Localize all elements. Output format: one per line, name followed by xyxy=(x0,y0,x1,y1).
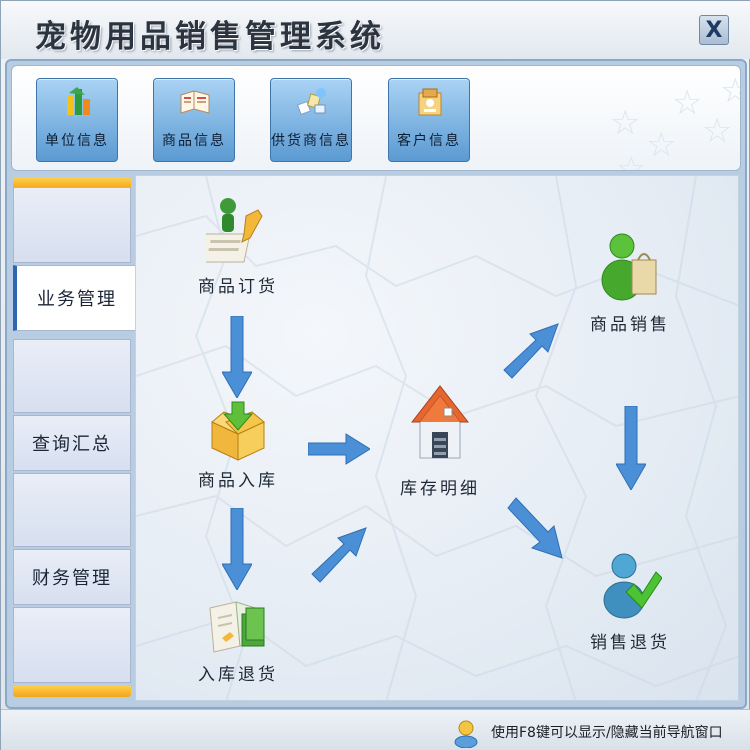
customer-info-button[interactable]: 客户信息 xyxy=(388,78,470,162)
node-product-order-label: 商品订货 xyxy=(198,277,278,297)
user-status-icon xyxy=(454,720,478,748)
star-decoration-icon: ☆ xyxy=(646,125,677,165)
arrow-down-order-to-stockin xyxy=(222,316,252,398)
org-info-icon xyxy=(67,87,90,115)
node-stock-return[interactable]: 入库退货 xyxy=(178,594,298,685)
status-bar: 使用F8键可以显示/隐藏当前导航窗口 xyxy=(1,709,750,750)
org-info-button[interactable]: 单位信息 xyxy=(36,78,118,162)
customer-info-icon xyxy=(418,88,442,116)
supplier-info-button[interactable]: 供货商信息 xyxy=(270,78,352,162)
arrow-down-sales-to-return xyxy=(616,406,646,490)
arrow-down-stockin-to-return xyxy=(222,508,252,590)
supplier-info-label: 供货商信息 xyxy=(271,133,351,149)
sidebar-tab-blank-1[interactable] xyxy=(13,187,131,263)
star-decoration-icon: ☆ xyxy=(610,103,641,143)
node-sales-return-label: 销售退货 xyxy=(590,633,670,653)
product-info-label: 商品信息 xyxy=(162,133,226,149)
sidebar-tab-blank-3[interactable] xyxy=(13,473,131,547)
supplier-info-icon xyxy=(296,88,326,116)
navigation-sidebar: 业务管理 查询汇总 财务管理 xyxy=(13,177,139,701)
arrow-downright-inventory-to-return xyxy=(507,497,563,559)
node-stock-return-label: 入库退货 xyxy=(198,665,278,685)
node-inventory-detail[interactable]: 库存明细 xyxy=(380,382,500,499)
customer-info-label: 客户信息 xyxy=(397,133,461,149)
star-decoration-icon: ☆ xyxy=(616,149,647,171)
arrow-upright-return-to-inventory xyxy=(311,527,367,583)
node-stock-in-label: 商品入库 xyxy=(198,471,278,491)
sidebar-tab-label: 查询汇总 xyxy=(32,434,112,455)
sidebar-tab-finance[interactable]: 财务管理 xyxy=(13,549,131,605)
node-stock-in[interactable]: 商品入库 xyxy=(178,400,298,491)
order-pencil-icon xyxy=(206,198,263,263)
sales-return-person-icon xyxy=(603,553,662,619)
product-info-icon xyxy=(180,90,210,114)
sales-person-icon xyxy=(601,233,657,301)
workflow-canvas: 商品订货 商品入库 入库退货 xyxy=(135,175,739,701)
node-product-sales[interactable]: 商品销售 xyxy=(570,230,690,335)
inventory-house-icon xyxy=(410,385,470,459)
star-decoration-icon: ☆ xyxy=(702,111,733,151)
title-bar: 宠物用品销售管理系统 X xyxy=(1,1,750,59)
arrow-upright-inventory-to-sales xyxy=(503,323,559,379)
arrow-right-stockin-to-inventory xyxy=(308,433,370,465)
close-icon: X xyxy=(705,17,723,43)
org-info-label: 单位信息 xyxy=(45,133,109,149)
sidebar-tab-business[interactable]: 业务管理 xyxy=(13,265,139,331)
close-button[interactable]: X xyxy=(699,15,729,45)
sidebar-tab-blank-4[interactable] xyxy=(13,607,131,683)
sidebar-tab-blank-2[interactable] xyxy=(13,339,131,413)
tab-cap-bottom xyxy=(13,685,131,697)
sidebar-tab-query[interactable]: 查询汇总 xyxy=(13,415,131,471)
sidebar-tab-label: 财务管理 xyxy=(32,568,112,589)
star-decoration-icon: ☆ xyxy=(720,74,740,108)
return-book-icon xyxy=(209,601,265,653)
sidebar-tab-label: 业务管理 xyxy=(37,289,117,310)
product-info-button[interactable]: 商品信息 xyxy=(153,78,235,162)
window-title: 宠物用品销售管理系统 xyxy=(35,19,385,55)
node-product-order[interactable]: 商品订货 xyxy=(178,196,298,297)
node-sales-return[interactable]: 销售退货 xyxy=(570,548,690,653)
status-hint-text: 使用F8键可以显示/隐藏当前导航窗口 xyxy=(491,725,723,741)
star-decoration-icon: ☆ xyxy=(672,83,703,123)
node-product-sales-label: 商品销售 xyxy=(590,315,670,335)
node-inventory-detail-label: 库存明细 xyxy=(400,479,480,499)
tab-cap-top xyxy=(13,177,131,189)
toolbar: ☆ ☆ ☆ ☆ ☆ ☆ 单位信息 商品信息 xyxy=(11,65,741,171)
stockin-box-icon xyxy=(211,401,265,461)
